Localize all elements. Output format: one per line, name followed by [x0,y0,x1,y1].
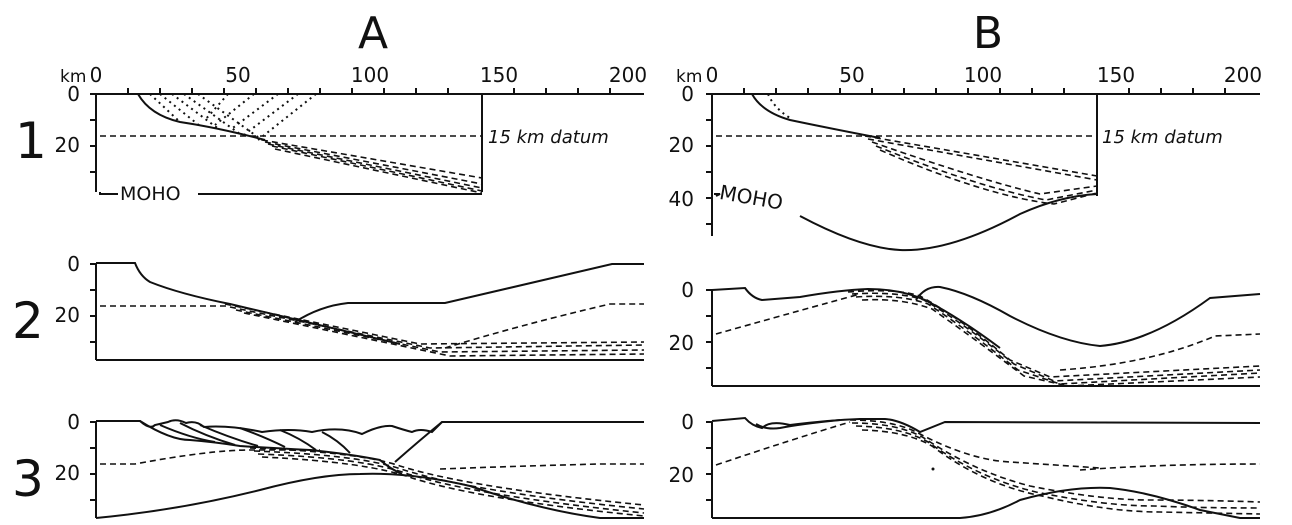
b2-subducting-layers [847,289,1261,387]
distance-tick-b-50: 50 [839,63,864,87]
column-label-b: B [973,8,1003,59]
a1-moho-label-bg [118,184,198,202]
a3-top-surface [96,419,644,436]
b2-datum-line-right [1059,333,1261,371]
a3-thrust-sheets [139,420,443,475]
b3-depth-label-20: 20 [669,463,694,487]
a2-datum-line-right [444,303,644,349]
b3-dot-mark [931,467,935,471]
a1-fault-surface [137,93,266,141]
a3-moho-line [95,472,644,519]
b1-depth-ticks [706,93,712,225]
panel-b1: 0 20 40 MOHO 15 km datum [669,82,1260,252]
row-label-2: 2 [12,292,44,350]
b1-depth-label-0: 0 [681,82,694,106]
panel-b2: 0 20 [669,278,1261,387]
distance-tick-b-100: 100 [964,63,1002,87]
b3-top-surface [711,416,1261,434]
distance-tick-a-0: 0 [90,63,103,87]
b3-fault-surface [755,419,841,430]
distance-tick-b-0: 0 [706,63,719,87]
row-label-1: 1 [15,112,47,170]
a2-depth-ticks [90,263,96,343]
a3-subducting-layers [249,447,645,517]
b2-datum-line-left [715,293,861,335]
a3-depth-label-0: 0 [67,410,80,434]
distance-tick-a-150: 150 [480,63,518,87]
b2-depth-ticks [706,289,712,369]
a1-dotted-rays [149,93,317,141]
column-label-a: A [358,8,388,59]
b3-depth-label-0: 0 [681,410,694,434]
distance-tick-a-200: 200 [609,63,647,87]
b1-dotted-ray [767,93,791,119]
a1-moho-label: MOHO [120,183,181,205]
b1-depth-label-40: 40 [669,187,694,211]
a2-subducting-layers [224,303,645,357]
a1-depth-ticks [90,93,96,173]
b1-moho-label: MOHO [718,180,785,215]
b1-distance-ticks [743,88,1226,94]
distance-tick-b-150: 150 [1097,63,1135,87]
distance-tick-a-100: 100 [351,63,389,87]
b3-subducting-layers [849,419,1261,515]
b2-depth-label-20: 20 [669,331,694,355]
panel-a1: 0 20 MOHO 15 km datum [55,82,644,205]
a2-depth-label-0: 0 [67,252,80,276]
panel-b3: 0 20 [669,410,1261,519]
distance-unit-b: km [676,67,702,87]
a1-datum-label: 15 km datum [488,127,609,148]
a3-datum-line-left [100,449,320,465]
panel-a2: 0 20 [55,252,645,361]
distance-scale-a: km 0 50 100 150 200 [60,63,647,87]
b2-upper-plate [915,285,1261,348]
a2-surface-and-fault [96,262,401,345]
distance-tick-b-200: 200 [1224,63,1262,87]
b3-depth-ticks [706,421,712,501]
panel-a3: 0 20 [55,410,645,519]
distance-tick-a-50: 50 [225,63,250,87]
row-label-3: 3 [12,450,44,508]
b3-datum-line-left [715,421,851,466]
b2-lower-plate-surface [711,286,1001,349]
b2-depth-label-0: 0 [681,278,694,302]
a3-depth-label-20: 20 [55,461,80,485]
distance-unit-a: km [60,67,86,87]
b3-moho-line [712,486,1260,519]
a1-distance-ticks [127,88,611,94]
b1-datum-label: 15 km datum [1102,127,1223,148]
b3-datum-line-right [1079,463,1261,471]
b1-moho-line [714,193,1098,252]
b1-depth-label-20: 20 [669,133,694,157]
a1-moho-line [99,192,482,195]
a3-depth-ticks [90,421,96,501]
distance-scale-b: km 0 50 100 150 200 [676,63,1262,87]
a2-upper-plate [294,263,644,323]
a3-datum-line-right [439,463,644,470]
b1-subducting-layers [864,135,1098,205]
a1-depth-label-20: 20 [55,133,80,157]
a1-depth-label-0: 0 [67,82,80,106]
b1-fault-surface [751,93,881,139]
a2-depth-label-20: 20 [55,303,80,327]
a1-subducting-layers [261,139,483,194]
